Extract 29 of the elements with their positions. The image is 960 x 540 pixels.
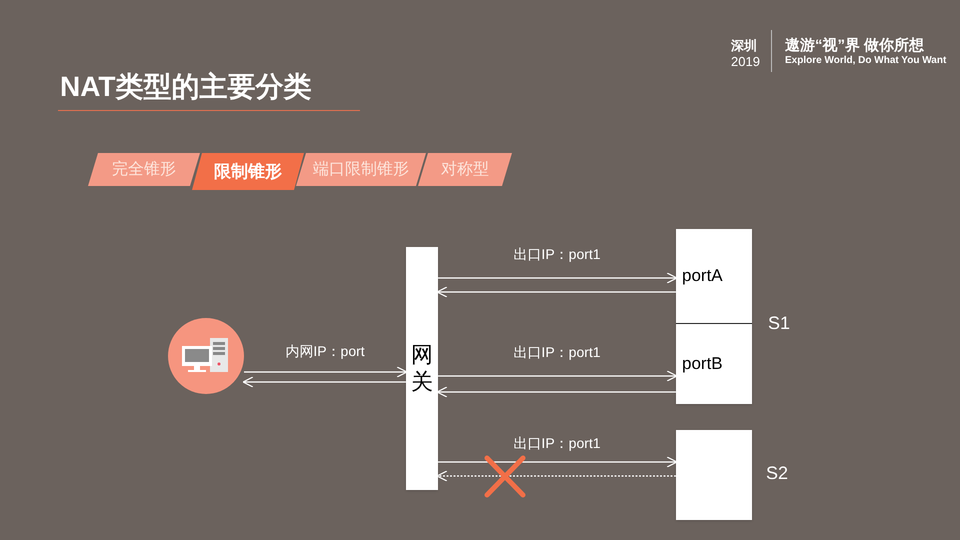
title: NAT类型的主要分类 — [60, 70, 312, 104]
year-label: 2019 — [731, 53, 760, 71]
arrow — [436, 386, 676, 398]
arrow — [242, 376, 406, 388]
edge-label: 出口IP：port1 — [513, 245, 601, 264]
arrow — [438, 370, 678, 382]
port-label: portB — [682, 353, 723, 376]
tab: 对称型 — [418, 153, 512, 186]
edge-label: 内网IP：port — [285, 342, 365, 361]
edge-label: 出口IP：port1 — [513, 434, 601, 453]
gateway-box — [406, 247, 438, 490]
slogan-text: Explore World, Do What You Want — [785, 54, 946, 68]
port-label: portA — [682, 265, 723, 288]
tab: 完全锥形 — [88, 153, 200, 186]
tab: 端口限制锥形 — [296, 153, 426, 186]
server-name: S1 — [768, 312, 790, 335]
server-box — [676, 430, 752, 520]
server-box — [676, 229, 752, 404]
server-name: S2 — [766, 462, 788, 485]
arrow — [438, 456, 678, 468]
gateway-label: 网关 — [411, 342, 433, 395]
arrow — [436, 470, 676, 482]
arrow — [438, 272, 678, 284]
active-tab: 限制锥形 — [192, 153, 304, 190]
city-label: 深圳 — [731, 37, 757, 55]
arrow — [436, 286, 676, 298]
arrow — [244, 366, 408, 378]
edge-label: 出口IP：port1 — [513, 343, 601, 362]
slogan-text: 遨游“视”界 做你所想 — [785, 36, 924, 56]
